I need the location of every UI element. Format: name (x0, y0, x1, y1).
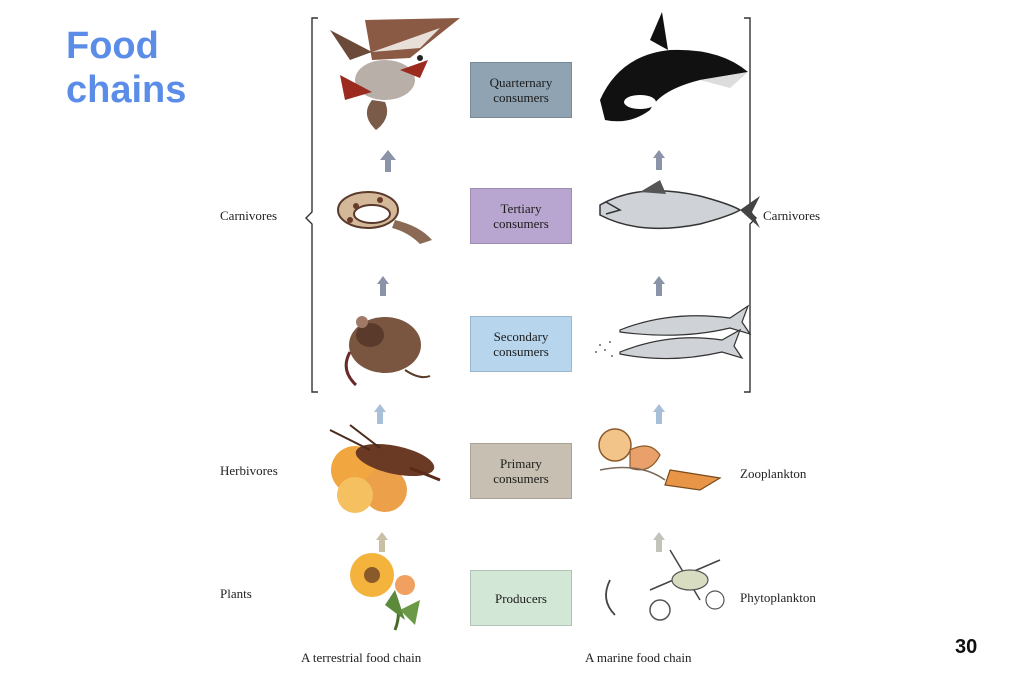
level-label-line-1: Secondary (493, 329, 549, 344)
terrestrial-arrows (374, 150, 396, 552)
arrow-up-icon (653, 150, 665, 170)
level-box-producers: Producers (470, 570, 572, 626)
arrow-up-icon (653, 276, 665, 296)
mouse-icon (344, 316, 431, 387)
title-line-2: chains (66, 69, 187, 111)
arrow-up-icon (374, 404, 386, 424)
tuna-icon (599, 180, 760, 230)
zooplankton-icon (598, 428, 722, 491)
level-label-line-1: Quarternary (489, 75, 553, 90)
arrow-up-icon (377, 276, 389, 296)
label-zooplankton: Zooplankton (740, 466, 807, 481)
hawk-icon (330, 18, 460, 130)
slide-title: Food chains (66, 24, 266, 112)
level-label-line-2: consumers (493, 471, 549, 486)
arrow-up-icon (653, 404, 665, 424)
arrow-up-icon (376, 532, 388, 552)
caption-terrestrial: A terrestrial food chain (301, 650, 422, 665)
level-label-line-2: consumers (493, 90, 549, 105)
level-label-line-2: consumers (493, 344, 549, 359)
label-phytoplankton: Phytoplankton (740, 590, 816, 605)
level-label-line-2: consumers (493, 216, 549, 231)
label-carnivores-left: Carnivores (220, 208, 278, 223)
label-carnivores-right: Carnivores (763, 208, 821, 223)
page-number: 30 (955, 636, 978, 658)
level-box-tertiary: Tertiary consumers (470, 188, 572, 244)
left-carnivore-bracket (305, 17, 318, 393)
snake-icon (337, 191, 432, 244)
phytoplankton-icon (605, 549, 725, 621)
grasshopper-icon (329, 424, 441, 513)
label-plants: Plants (220, 586, 252, 601)
right-carnivore-bracket (744, 17, 757, 393)
title-line-1: Food (66, 25, 159, 67)
level-label-line-1: Producers (495, 590, 547, 606)
marine-arrows (653, 150, 665, 552)
caption-marine: A marine food chain (585, 650, 692, 665)
flower-plant-icon (350, 553, 420, 631)
level-label-line-1: Primary (500, 456, 542, 471)
level-box-primary: Primary consumers (470, 443, 572, 499)
arrow-up-icon (653, 532, 665, 552)
killer-whale-icon (600, 12, 748, 122)
level-label-line-1: Tertiary (500, 201, 542, 216)
level-box-secondary: Secondary consumers (470, 316, 572, 372)
arrow-up-icon (380, 150, 396, 172)
level-box-quarternary: Quarternary consumers (470, 62, 572, 118)
label-herbivores: Herbivores (220, 463, 278, 478)
herring-icon (595, 304, 752, 360)
